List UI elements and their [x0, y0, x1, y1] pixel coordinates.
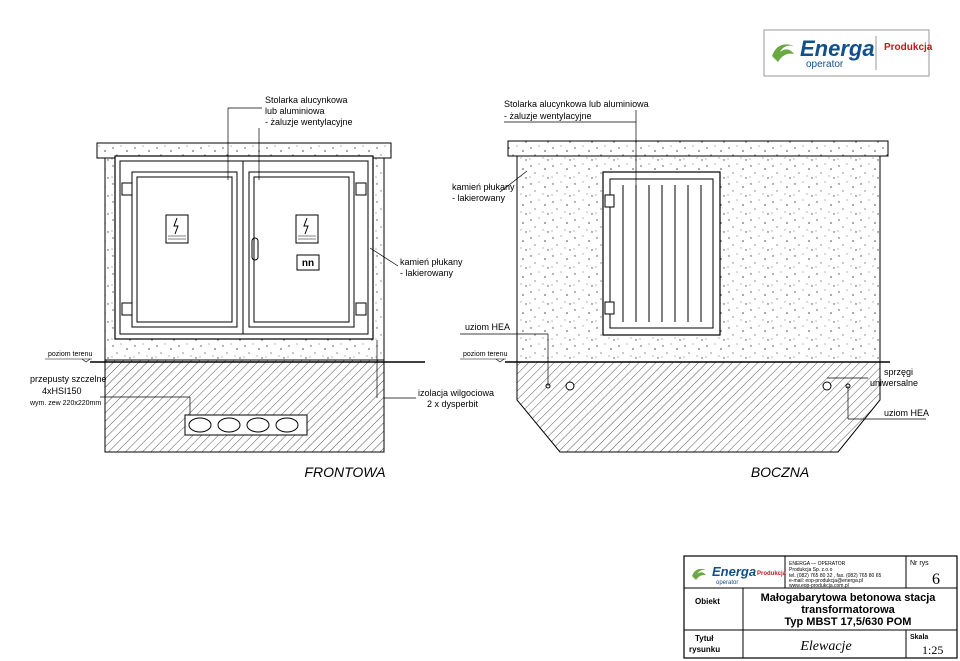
note-insulation-2: 2 x dysperbit: [427, 399, 479, 409]
note-front-window-2: lub aluminiowa: [265, 106, 325, 116]
tb-company-2: Produkcja Sp. z.o.o: [789, 567, 833, 573]
tb-obiekt-label: Obiekt: [695, 597, 720, 606]
tb-skala-label: Skala: [910, 634, 928, 641]
note-side-window-1: Stolarka alucynkowa lub aluminiowa: [504, 99, 649, 109]
side-elevation: BOCZNA: [505, 140, 890, 480]
note-insulation-1: izolacja wilgociowa: [418, 388, 494, 398]
warning-sign-right-icon: [295, 214, 319, 244]
note-ground-side: poziom terenu: [463, 351, 507, 358]
logo-division: Produkcja: [884, 42, 933, 53]
note-ground-front: poziom terenu: [48, 351, 92, 358]
note-front-window-1: Stolarka alucynkowa: [265, 95, 348, 105]
tb-tytul-label-1: Tytuł: [695, 634, 714, 643]
note-front-window-3: - żaluzje wentylacyjne: [265, 117, 353, 127]
logo-brand: Energa: [800, 36, 875, 61]
tb-obiekt-1: Małogabarytowa betonowa stacja: [761, 592, 937, 604]
note-stone-side-2: - lakierowany: [452, 193, 506, 203]
cable-passage-icons: [188, 417, 299, 433]
tb-company-4: e-mail: eop-produkcja@energa.pl: [789, 578, 863, 584]
tb-obiekt-2: transformatorowa: [801, 604, 895, 616]
tb-company-1: ENERGA — OPERATOR: [789, 561, 846, 567]
note-passages-1: przepusty szczelne: [30, 374, 107, 384]
note-passages-2: 4xHSI150: [42, 386, 82, 396]
tb-tytul: Elewacje: [799, 639, 851, 654]
note-earthing-top: uziom HEA: [465, 322, 510, 332]
view-front-title: FRONTOWA: [304, 464, 385, 480]
tb-tytul-label-2: rysunku: [689, 645, 720, 654]
tb-logo-sub: operator: [716, 580, 738, 586]
note-earthing-bottom: uziom HEA: [884, 408, 929, 418]
tb-skala: 1:25: [922, 643, 943, 657]
tb-logo-brand: Energa: [712, 564, 756, 579]
warning-sign-left-icon: [165, 214, 189, 244]
note-stone-front-2: - lakierowany: [400, 268, 454, 278]
tb-nr-label: Nr rys: [910, 560, 929, 567]
tb-logo-division: Produkcja: [757, 571, 787, 577]
note-stone-side-1: kamień płukany: [452, 182, 515, 192]
tb-company-5: www.eop-produkcja.com.pl: [789, 583, 849, 589]
door-mark-nn: nn: [302, 258, 314, 269]
view-side-title: BOCZNA: [751, 464, 809, 480]
energa-logo: Energa operator Produkcja: [763, 29, 933, 77]
logo-sub: operator: [806, 59, 844, 70]
title-block: Energa operator Produkcja ENERGA — OPERA…: [683, 555, 958, 659]
note-side-window-2: - żaluzje wentylacyjne: [504, 111, 592, 121]
tb-company-3: tel. (082) 765 80 32 , fax. (082) 765 80…: [789, 573, 882, 579]
note-passages-3: wym. zew 220x220mm: [29, 400, 101, 407]
note-stone-front-1: kamień płukany: [400, 257, 463, 267]
tb-nr-value: 6: [932, 571, 940, 588]
front-elevation: nn FRONTOWA: [90, 142, 425, 480]
note-couplers-1: sprzęgi: [884, 367, 913, 377]
tb-obiekt-3: Typ MBST 17,5/630 POM: [785, 616, 912, 628]
annotations: Stolarka alucynkowa lub aluminiowa - żal…: [29, 95, 929, 420]
note-couplers-2: uniwersalne: [870, 378, 918, 388]
